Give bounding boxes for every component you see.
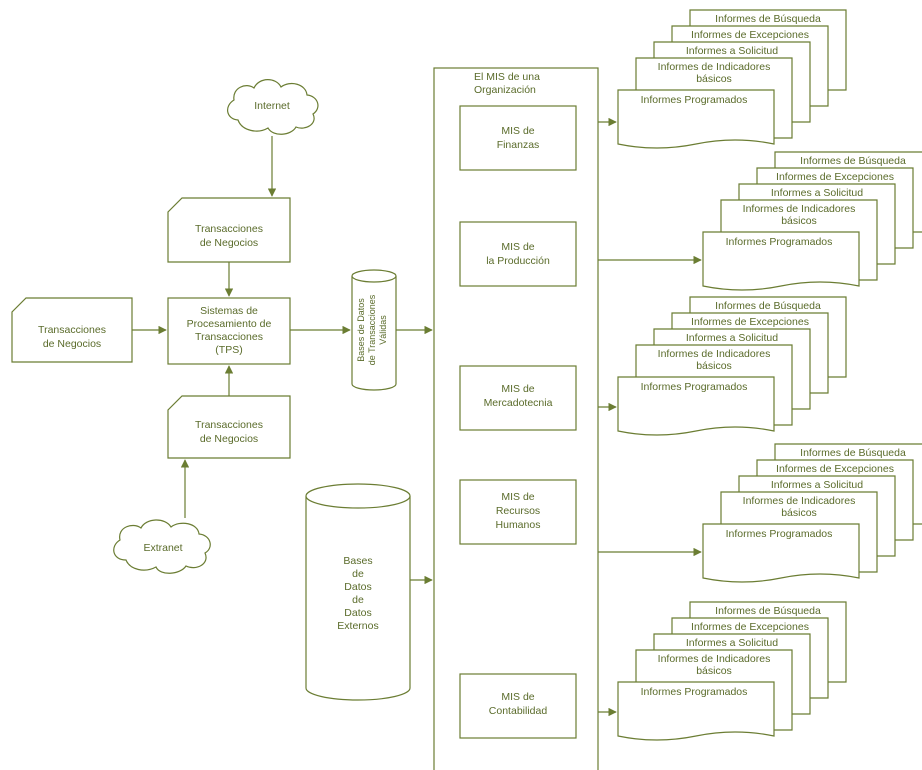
business-transactions-doc-bottom: Transacciones de Negocios [167, 395, 291, 459]
mis-org-line1: El MIS de una [474, 71, 540, 83]
mis-accounting-line1: MIS de [501, 691, 534, 703]
tps-line3: Transacciones [195, 331, 263, 343]
valid-db-line1: Bases de Datos [356, 298, 366, 362]
internet-label: Internet [254, 100, 290, 112]
doc-top-line2: de Negocios [200, 237, 258, 249]
report-programados: Informes Programados [641, 94, 748, 106]
external-db-line4: de [352, 594, 364, 606]
doc-bottom-line1: Transacciones [195, 419, 263, 431]
report-excepciones: Informes de Excepciones [691, 29, 809, 41]
external-db-line6: Externos [337, 620, 378, 632]
mis-finance-box: MIS de Finanzas [459, 105, 577, 171]
doc-left-line2: de Negocios [43, 338, 101, 350]
report-stack-2: Informes de Búsqueda Informes de Excepci… [702, 151, 922, 291]
valid-db-line3: Válidas [378, 315, 388, 345]
report-indicadores-line2: básicos [696, 665, 732, 677]
report-indicadores-line1: Informes de Indicadores [743, 203, 856, 215]
extranet-cloud: Extranet [113, 519, 211, 574]
external-db-line2: de [352, 568, 364, 580]
report-indicadores-line1: Informes de Indicadores [658, 653, 771, 665]
doc-top-line1: Transacciones [195, 223, 263, 235]
report-indicadores-line1: Informes de Indicadores [658, 61, 771, 73]
mis-marketing-line2: Mercadotecnia [484, 397, 553, 409]
report-excepciones: Informes de Excepciones [691, 316, 809, 328]
report-programados: Informes Programados [641, 686, 748, 698]
report-stack-3: Informes de Búsqueda Informes de Excepci… [617, 296, 847, 436]
internet-cloud: Internet [227, 79, 319, 135]
mis-marketing-line1: MIS de [501, 383, 534, 395]
report-busqueda: Informes de Búsqueda [715, 300, 821, 312]
mis-marketing-box: MIS de Mercadotecnia [459, 365, 577, 431]
tps-line4: (TPS) [215, 344, 242, 356]
tps-box: Sistemas de Procesamiento de Transaccion… [167, 297, 291, 365]
report-indicadores-line1: Informes de Indicadores [743, 495, 856, 507]
report-programados: Informes Programados [641, 381, 748, 393]
report-solicitud: Informes a Solicitud [686, 637, 778, 649]
report-solicitud: Informes a Solicitud [771, 479, 863, 491]
valid-transactions-db: Bases de Datos de Transacciones Válidas [351, 269, 397, 391]
report-programados: Informes Programados [726, 236, 833, 248]
report-indicadores-line2: básicos [781, 215, 817, 227]
report-busqueda: Informes de Búsqueda [715, 605, 821, 617]
report-stack-5: Informes de Búsqueda Informes de Excepci… [617, 601, 847, 741]
doc-bottom-line2: de Negocios [200, 433, 258, 445]
external-db-line3: Datos [344, 581, 371, 593]
external-data-db: Bases de Datos de Datos Externos [305, 483, 411, 701]
mis-finance-line1: MIS de [501, 125, 534, 137]
report-excepciones: Informes de Excepciones [776, 463, 894, 475]
mis-accounting-box: MIS de Contabilidad [459, 673, 577, 739]
report-programados: Informes Programados [726, 528, 833, 540]
mis-hr-box: MIS de Recursos Humanos [459, 479, 577, 545]
tps-line1: Sistemas de [200, 305, 258, 317]
external-db-line1: Bases [343, 555, 372, 567]
mis-hr-line2: Recursos [496, 505, 540, 517]
mis-hr-line3: Humanos [496, 519, 541, 531]
tps-line2: Procesamiento de [187, 318, 272, 330]
report-solicitud: Informes a Solicitud [686, 45, 778, 57]
mis-org-line2: Organización [474, 84, 536, 96]
report-busqueda: Informes de Búsqueda [715, 13, 821, 25]
mis-hr-line1: MIS de [501, 491, 534, 503]
business-transactions-doc-left: Transacciones de Negocios [11, 297, 133, 363]
report-stack-4: Informes de Búsqueda Informes de Excepci… [702, 443, 922, 583]
report-indicadores-line2: básicos [781, 507, 817, 519]
report-excepciones: Informes de Excepciones [776, 171, 894, 183]
report-solicitud: Informes a Solicitud [771, 187, 863, 199]
mis-production-box: MIS de la Producción [459, 221, 577, 287]
mis-production-line2: la Producción [486, 255, 550, 267]
report-excepciones: Informes de Excepciones [691, 621, 809, 633]
report-indicadores-line1: Informes de Indicadores [658, 348, 771, 360]
business-transactions-doc-top: Transacciones de Negocios [167, 197, 291, 263]
extranet-label: Extranet [143, 542, 182, 554]
report-indicadores-line2: básicos [696, 73, 732, 85]
report-busqueda: Informes de Búsqueda [800, 447, 906, 459]
report-stack-1: Informes de Búsqueda Informes de Excepci… [617, 9, 847, 149]
external-db-line5: Datos [344, 607, 371, 619]
mis-accounting-line2: Contabilidad [489, 705, 548, 717]
report-indicadores-line2: básicos [696, 360, 732, 372]
mis-finance-line2: Finanzas [497, 139, 540, 151]
report-solicitud: Informes a Solicitud [686, 332, 778, 344]
doc-left-line1: Transacciones [38, 324, 106, 336]
mis-production-line1: MIS de [501, 241, 534, 253]
valid-db-line2: de Transacciones [367, 294, 377, 365]
report-busqueda: Informes de Búsqueda [800, 155, 906, 167]
